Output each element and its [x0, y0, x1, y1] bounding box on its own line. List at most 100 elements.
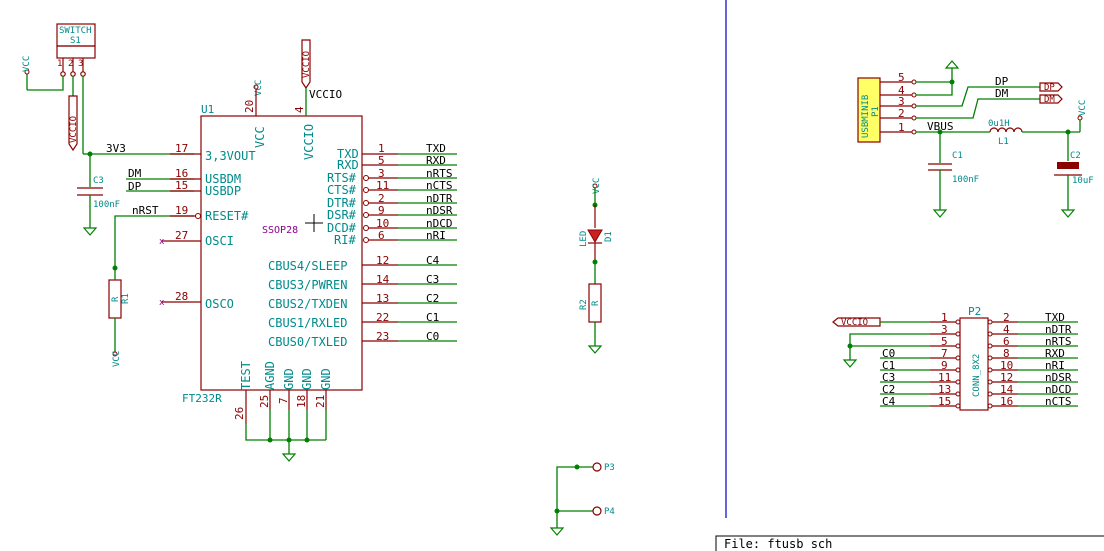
svg-text:CBUS0/TXLED: CBUS0/TXLED [268, 335, 347, 349]
led-d1[interactable]: LED D1 [579, 229, 614, 247]
svg-text:nDCD: nDCD [1045, 383, 1072, 396]
svg-text:GND: GND [282, 368, 296, 390]
connector-p2[interactable]: P2 CONN_8X2 [959, 305, 989, 411]
svg-text:DSR#: DSR# [327, 208, 357, 222]
svg-text:26: 26 [233, 407, 246, 420]
svg-text:RXD: RXD [337, 158, 359, 172]
svg-text:14: 14 [1000, 383, 1014, 396]
u1-body [200, 115, 363, 391]
svg-text:14: 14 [376, 273, 390, 286]
svg-text:P3: P3 [604, 463, 615, 473]
svg-text:2: 2 [1003, 311, 1010, 324]
svg-text:RTS#: RTS# [327, 171, 357, 185]
svg-text:RXD: RXD [1045, 347, 1065, 360]
svg-text:VCC: VCC [1078, 100, 1088, 116]
svg-text:10: 10 [1000, 359, 1013, 372]
svg-text:TXD: TXD [337, 147, 359, 161]
svg-text:0u1H: 0u1H [988, 119, 1010, 129]
svg-text:nDSR: nDSR [1045, 371, 1072, 384]
svg-text:C3: C3 [882, 371, 895, 384]
svg-text:1: 1 [378, 142, 385, 155]
svg-text:nDSR: nDSR [426, 204, 453, 217]
svg-text:10uF: 10uF [1072, 176, 1094, 186]
u1-bottom-pins: TEST AGND GND GND GND 26 25 7 18 21 [233, 361, 333, 424]
svg-text:GND: GND [319, 368, 333, 390]
svg-text:16: 16 [175, 167, 188, 180]
u1-top-pins: VCC 20 VCC VCCIO VCCIO 4 VCCIO [243, 39, 342, 160]
svg-text:5: 5 [898, 71, 905, 84]
svg-text:5: 5 [378, 154, 385, 167]
svg-text:USBDM: USBDM [205, 172, 241, 186]
svg-text:25: 25 [258, 395, 271, 408]
svg-text:5: 5 [941, 335, 948, 348]
capacitor-c3[interactable]: C3 100nF [77, 176, 120, 210]
file-label: File: ftusb sch [724, 537, 832, 551]
svg-text:1: 1 [898, 121, 905, 134]
svg-text:AGND: AGND [263, 361, 277, 390]
svg-text:USBDP: USBDP [205, 184, 241, 198]
switch-s1[interactable]: SWITCH S1 1 2 3 [56, 23, 96, 77]
svg-text:100nF: 100nF [952, 175, 979, 185]
svg-text:4: 4 [293, 106, 306, 113]
svg-text:12: 12 [376, 254, 389, 267]
svg-text:2: 2 [898, 107, 905, 120]
svg-text:11: 11 [376, 179, 389, 192]
svg-text:13: 13 [376, 292, 389, 305]
svg-text:22: 22 [376, 311, 389, 324]
svg-text:nDCD: nDCD [426, 217, 453, 230]
connector-p3[interactable]: P3 [592, 462, 615, 473]
svg-text:C2: C2 [426, 292, 439, 305]
p1-dm-flag: DM [1039, 94, 1063, 105]
resistor-r2[interactable]: R R2 [579, 283, 602, 323]
svg-text:CBUS2/TXDEN: CBUS2/TXDEN [268, 297, 347, 311]
u1-left-pins: 17 3,3VOUT 16 USBDM 15 USBDP 19 RESET# x… [159, 142, 256, 311]
net-3v3: 3V3 [106, 142, 126, 155]
svg-text:nRTS: nRTS [1045, 335, 1072, 348]
svg-text:8: 8 [1003, 347, 1010, 360]
svg-text:CTS#: CTS# [327, 183, 357, 197]
svg-text:11: 11 [938, 371, 951, 384]
svg-text:13: 13 [938, 383, 951, 396]
svg-text:3: 3 [378, 167, 385, 180]
p1-pins: 5 4 3 2 1 [880, 71, 917, 135]
svg-text:VCCIO: VCCIO [69, 116, 79, 143]
ic-u1[interactable]: U1 FT232R SSOP28 [182, 103, 363, 405]
svg-text:RI#: RI# [334, 233, 356, 247]
svg-text:LED: LED [579, 231, 589, 247]
svg-text:DP: DP [995, 75, 1009, 88]
svg-text:21: 21 [314, 395, 327, 408]
svg-text:9: 9 [378, 204, 385, 217]
capacitor-c2[interactable]: C2 10uF [1054, 151, 1094, 186]
svg-text:CBUS4/SLEEP: CBUS4/SLEEP [268, 259, 347, 273]
svg-text:C1: C1 [952, 151, 963, 161]
svg-text:RESET#: RESET# [205, 209, 249, 223]
svg-text:3: 3 [898, 95, 905, 108]
svg-text:VCCIO: VCCIO [309, 88, 342, 101]
svg-text:L1: L1 [998, 137, 1009, 147]
switch-ref: S1 [70, 36, 81, 46]
svg-text:R1: R1 [121, 293, 131, 304]
svg-text:28: 28 [175, 290, 188, 303]
svg-text:R2: R2 [579, 299, 589, 310]
svg-text:7: 7 [941, 347, 948, 360]
svg-text:x: x [159, 237, 165, 247]
svg-text:R: R [591, 300, 601, 306]
u1-right-pins: 1 TXD 5 RXD 3 RTS# 11 CTS# 2 DTR# 9 DSR#… [268, 142, 398, 349]
svg-text:C4: C4 [882, 395, 896, 408]
svg-text:3: 3 [941, 323, 948, 336]
inductor-l1[interactable]: 0u1H L1 [988, 119, 1023, 147]
resistor-r1[interactable]: R R1 [108, 279, 131, 319]
svg-text:TEST: TEST [239, 361, 253, 390]
svg-text:CBUS1/RXLED: CBUS1/RXLED [268, 316, 347, 330]
svg-text:OSCI: OSCI [205, 234, 234, 248]
u1-ref: U1 [201, 103, 214, 116]
svg-text:C3: C3 [426, 273, 439, 286]
svg-text:10: 10 [376, 217, 389, 230]
connector-p1[interactable]: USBMINIB P1 [857, 77, 881, 143]
capacitor-c1[interactable]: C1 100nF [928, 151, 979, 185]
svg-text:7: 7 [277, 397, 290, 404]
s1-vccio-flag: VCCIO [68, 95, 79, 152]
svg-text:19: 19 [175, 204, 188, 217]
connector-p4[interactable]: P4 [592, 506, 615, 517]
svg-text:12: 12 [1000, 371, 1013, 384]
